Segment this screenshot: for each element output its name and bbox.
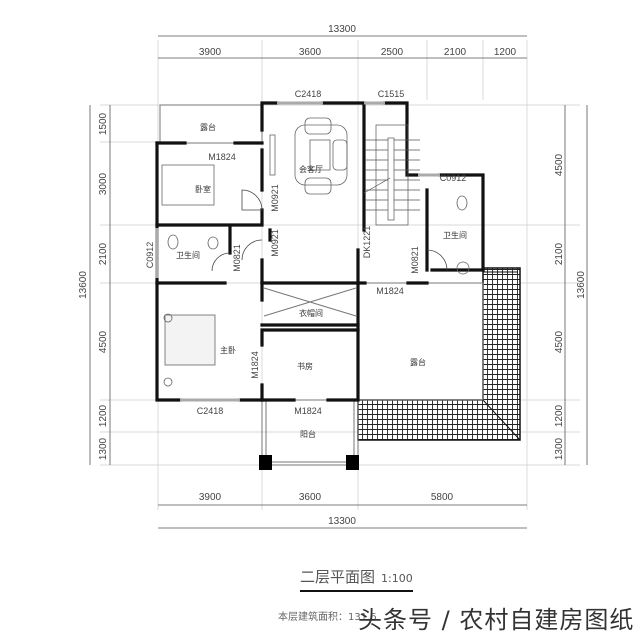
window-code: C2418 [295,89,322,99]
window-code: C2418 [197,406,224,416]
dim-bottom-total: 13300 [328,516,356,527]
room-wardrobe: 衣帽间 [299,308,323,318]
dim-bottom-1: 3900 [199,492,222,503]
door-swings [211,189,448,272]
door-code: M1824 [250,351,260,379]
sink-icon [207,236,219,250]
door-code: M1824 [294,406,322,416]
opening-code: DK1221 [362,226,372,259]
room-bath-left: 卫生间 [176,250,200,260]
dim-left-5: 1200 [98,404,109,427]
dimension-lines [89,35,588,529]
dim-bottom-2: 3600 [299,492,322,503]
dim-left: 13600 1500 3000 2100 4500 1200 1300 [78,112,109,460]
dim-left-6: 1300 [98,437,109,460]
watermark: 头条号 / 农村自建房图纸 [358,606,635,634]
room-master: 主卧 [220,345,236,355]
toilet-icon [456,195,468,211]
room-bedroom: 卧室 [195,184,211,194]
window-code: C1515 [378,89,405,99]
door-code: M0921 [270,229,280,257]
column [259,455,272,470]
dim-right-1: 4500 [554,153,565,176]
dim-top-5: 1200 [494,47,517,58]
floor-area-label: 本层建筑面积：131.6 [278,612,377,623]
dim-left-1: 1500 [98,112,109,135]
door-code: M0821 [232,244,242,272]
master-bed-icon [164,314,216,366]
plan-title-text: 二层平面图 [300,568,376,586]
door-code: M1824 [208,152,236,162]
toilet-icon [167,234,179,250]
walls [155,101,485,402]
dim-right-3: 4500 [554,330,565,353]
bed-icon [161,164,215,206]
dim-top-2: 3600 [299,47,322,58]
plan-scale: 1:100 [381,572,413,585]
room-living: 会客厅 [299,164,323,174]
door-code: M0921 [270,184,280,212]
room-balcony: 阳台 [300,429,316,439]
room-terrace-right: 露台 [410,357,426,367]
dim-right-5: 1300 [554,437,565,460]
room-bath-right: 卫生间 [443,230,467,240]
plan-title: 二层平面图 1:100 [300,566,413,592]
door-code: M0821 [410,246,420,274]
dim-right-2: 2100 [554,242,565,265]
windows [155,101,440,402]
dim-right-4: 1200 [554,404,565,427]
dim-left-3: 2100 [98,242,109,265]
dim-left-4: 4500 [98,330,109,353]
window-code: C0912 [145,242,155,269]
dim-top-3: 2500 [381,47,404,58]
dim-top-4: 2100 [444,47,467,58]
window-code: C0912 [440,173,467,183]
door-code: M1824 [376,286,404,296]
dim-bottom-3: 5800 [431,492,454,503]
dim-top-1: 3900 [199,47,222,58]
stairs [363,124,420,226]
dim-top-total: 13300 [328,24,356,35]
room-study: 书房 [297,361,313,371]
column [346,455,359,470]
room-terrace-top: 露台 [200,122,216,132]
dim-right: 13600 4500 2100 4500 1200 1300 [554,153,587,460]
furniture [161,117,470,387]
dim-left-2: 3000 [98,172,109,195]
sink-icon [456,261,470,275]
dim-right-total: 13600 [576,271,587,299]
dim-left-total: 13600 [78,271,89,299]
